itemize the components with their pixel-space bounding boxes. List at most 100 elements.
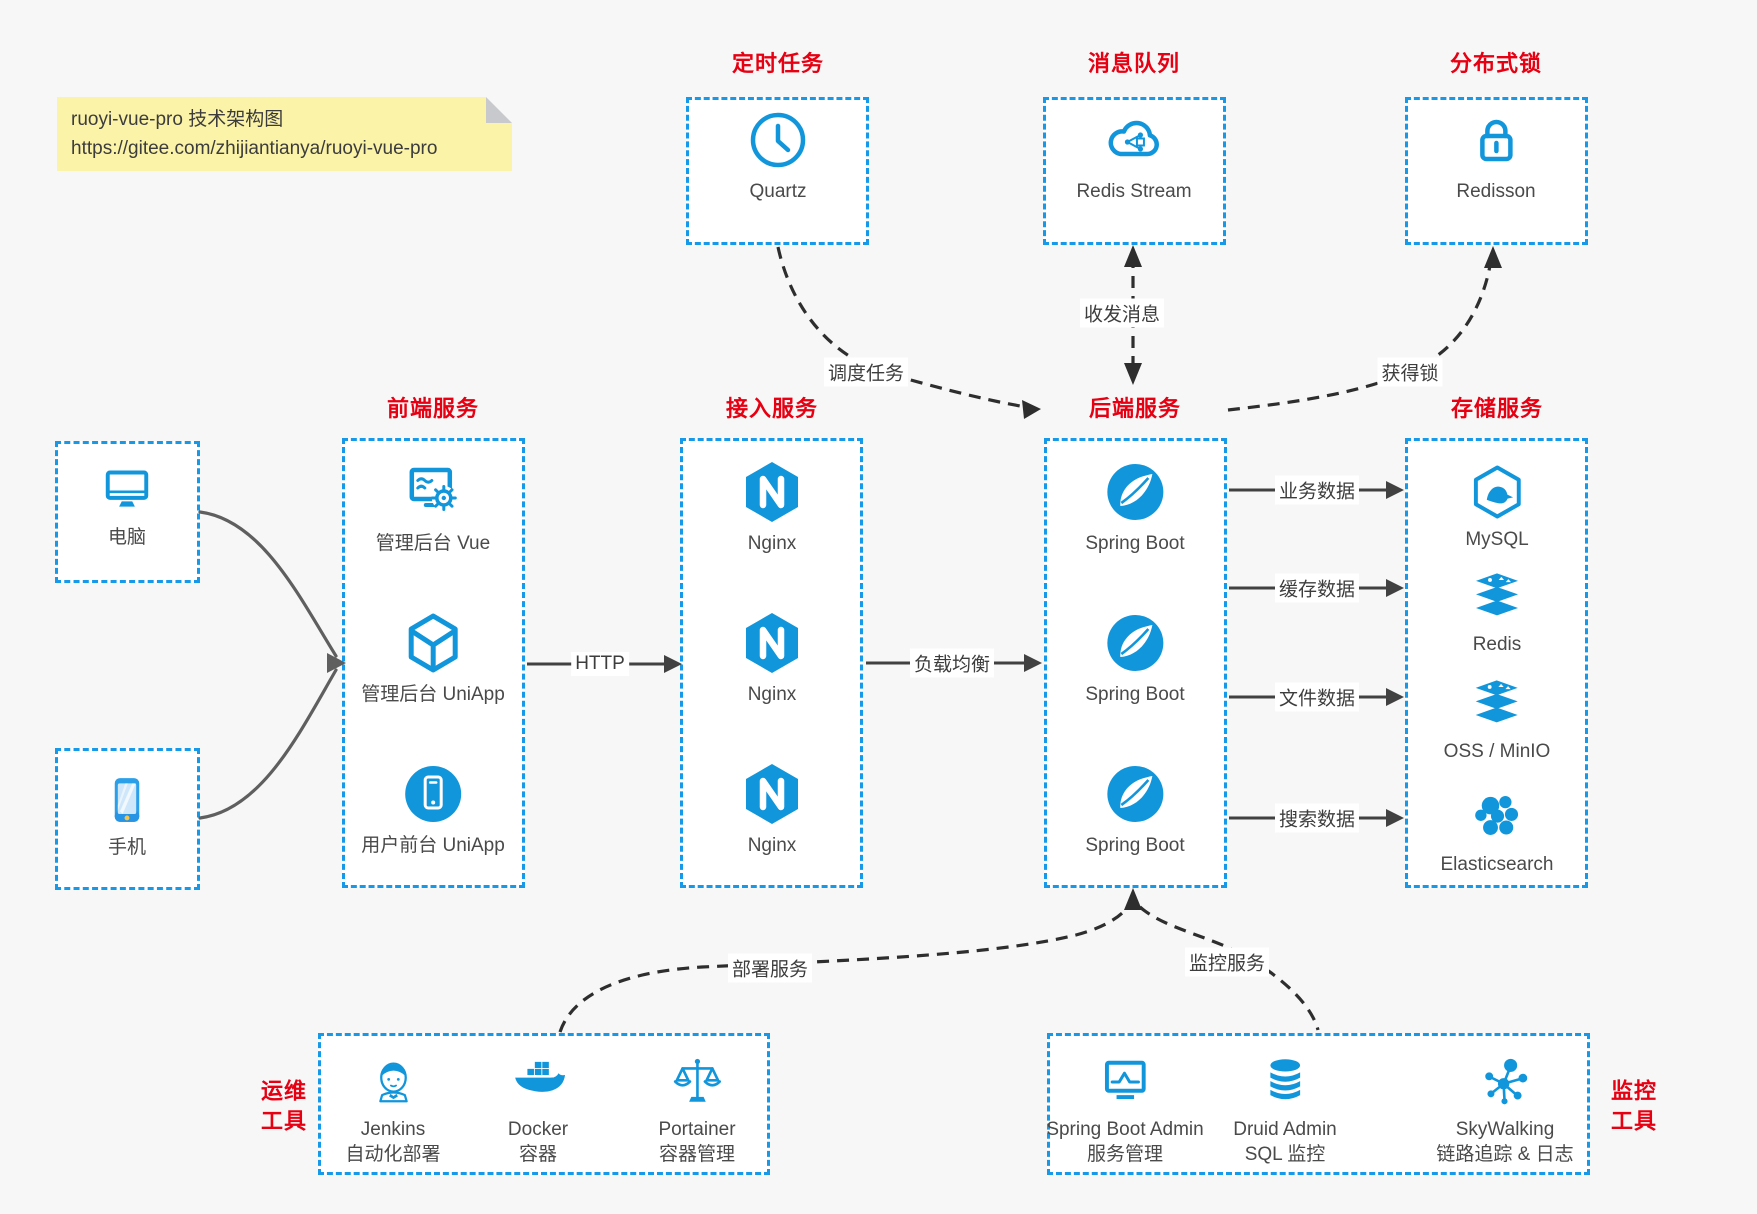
arrowhead-message-down — [1124, 363, 1142, 385]
node-portainer: Portainer 容器管理 — [658, 1054, 736, 1167]
storage-stack-icon — [1469, 676, 1525, 732]
arrowhead-cache-data — [1386, 579, 1404, 597]
node-label: Jenkins — [360, 1119, 426, 1140]
edge-label-business-data: 业务数据 — [1274, 475, 1360, 505]
title-frontend: 前端服务 — [386, 396, 480, 421]
admin-vue-icon — [401, 460, 465, 524]
node-label: Druid Admin — [1233, 1119, 1337, 1140]
edge-label-schedule-task: 调度任务 — [823, 357, 909, 387]
box-pc — [55, 441, 200, 583]
database-icon — [1257, 1054, 1313, 1110]
edge-label-search-data: 搜索数据 — [1274, 803, 1360, 833]
node-mysql: MySQL — [1465, 464, 1529, 552]
clock-icon — [746, 108, 810, 172]
monitor-icon — [99, 462, 155, 518]
smartphone-icon — [99, 772, 155, 828]
node-jenkins: Jenkins 自动化部署 — [345, 1054, 441, 1167]
spring-leaf-icon — [1103, 460, 1167, 524]
arrowhead-message-up — [1124, 245, 1142, 267]
node-label: 管理后台 Vue — [375, 533, 491, 554]
node-nginx-3: Nginx — [740, 762, 804, 858]
edge-label-monitor-service: 监控服务 — [1184, 947, 1270, 977]
node-label: Quartz — [749, 181, 807, 202]
edge-pc-frontend — [198, 510, 338, 658]
topology-icon — [1477, 1054, 1533, 1110]
node-label: Spring Boot — [1085, 684, 1185, 705]
node-sublabel: 服务管理 — [1086, 1144, 1163, 1166]
cloud-share-icon — [1102, 108, 1166, 172]
arrowhead-schedule-task — [1022, 400, 1041, 419]
node-springboot-1: Spring Boot — [1085, 460, 1185, 556]
node-redis-stream: Redis Stream — [1076, 108, 1192, 204]
node-skywalking: SkyWalking 链路追踪 & 日志 — [1436, 1054, 1574, 1167]
node-label: OSS / MinIO — [1443, 741, 1551, 762]
node-user-uniapp: 用户前台 UniApp — [361, 762, 505, 858]
node-springboot-3: Spring Boot — [1085, 762, 1185, 858]
edge-label-send-receive-message: 收发消息 — [1079, 298, 1165, 328]
title-backend: 后端服务 — [1088, 396, 1182, 421]
node-label: Nginx — [747, 684, 797, 705]
node-sublabel: 容器 — [518, 1144, 557, 1166]
node-druid-admin: Druid Admin SQL 监控 — [1233, 1054, 1337, 1167]
title-monitoring: 监控 工具 — [1611, 1077, 1657, 1138]
note-url[interactable]: https://gitee.com/zhijiantianya/ruoyi-vu… — [71, 137, 438, 159]
node-docker: Docker 容器 — [508, 1054, 568, 1167]
node-nginx-1: Nginx — [740, 460, 804, 556]
elasticsearch-icon — [1469, 789, 1525, 845]
title-dlock: 分布式锁 — [1449, 51, 1543, 76]
edge-label-load-balance: 负载均衡 — [909, 648, 995, 678]
node-mobile: 手机 — [99, 772, 155, 860]
node-admin-vue: 管理后台 Vue — [376, 460, 490, 556]
user-app-icon — [401, 762, 465, 826]
arrowhead-search-data — [1386, 809, 1404, 827]
node-nginx-2: Nginx — [740, 611, 804, 707]
title-devops: 运维 工具 — [261, 1077, 307, 1138]
edge-acquire-lock — [1227, 259, 1493, 412]
node-label: Portainer — [658, 1119, 736, 1140]
node-pc: 电脑 — [99, 462, 155, 550]
node-sublabel: SQL 监控 — [1244, 1144, 1326, 1166]
node-sublabel: 自动化部署 — [345, 1144, 441, 1166]
title-gateway: 接入服务 — [725, 396, 819, 421]
node-oss-minio: OSS / MinIO — [1443, 676, 1551, 764]
node-label: MySQL — [1465, 529, 1529, 550]
node-springboot-admin: Spring Boot Admin 服务管理 — [1046, 1054, 1204, 1167]
docker-whale-icon — [510, 1054, 566, 1110]
mysql-dolphin-icon — [1469, 464, 1525, 520]
node-label: Spring Boot Admin — [1046, 1119, 1204, 1140]
node-label: 电脑 — [107, 527, 146, 548]
edge-label-file-data: 文件数据 — [1274, 682, 1360, 712]
title-mq: 消息队列 — [1087, 51, 1181, 76]
uniapp-cube-icon — [401, 611, 465, 675]
node-label: Redis — [1472, 634, 1522, 655]
node-label: 管理后台 UniApp — [361, 684, 505, 705]
box-monitoring — [1047, 1033, 1590, 1175]
title-devops-line2: 工具 — [260, 1109, 308, 1134]
nginx-icon — [740, 460, 804, 524]
title-monitoring-line1: 监控 — [1610, 1078, 1658, 1104]
node-label: Nginx — [747, 533, 797, 554]
node-quartz: Quartz — [746, 108, 810, 204]
jenkins-icon — [365, 1054, 421, 1110]
edge-label-acquire-lock: 获得锁 — [1377, 357, 1443, 387]
spring-leaf-icon — [1103, 762, 1167, 826]
edge-label-http: HTTP — [571, 652, 629, 676]
edge-label-deploy-service: 部署服务 — [727, 953, 813, 983]
node-label: 手机 — [107, 837, 146, 858]
node-label: Nginx — [747, 835, 797, 856]
spring-leaf-icon — [1103, 611, 1167, 675]
title-devops-line1: 运维 — [260, 1078, 308, 1104]
node-label: Redis Stream — [1076, 181, 1192, 202]
node-label: SkyWalking — [1455, 1119, 1555, 1140]
nginx-icon — [740, 611, 804, 675]
edge-deploy-service — [558, 903, 1132, 1033]
edge-mobile-frontend — [198, 668, 338, 820]
node-label: 用户前台 UniApp — [361, 835, 505, 856]
redis-stack-icon — [1469, 569, 1525, 625]
node-sublabel: 容器管理 — [658, 1144, 736, 1166]
node-redisson: Redisson — [1456, 108, 1536, 204]
arrowhead-business-data — [1386, 481, 1404, 499]
node-label: Spring Boot — [1085, 835, 1185, 856]
nginx-icon — [740, 762, 804, 826]
